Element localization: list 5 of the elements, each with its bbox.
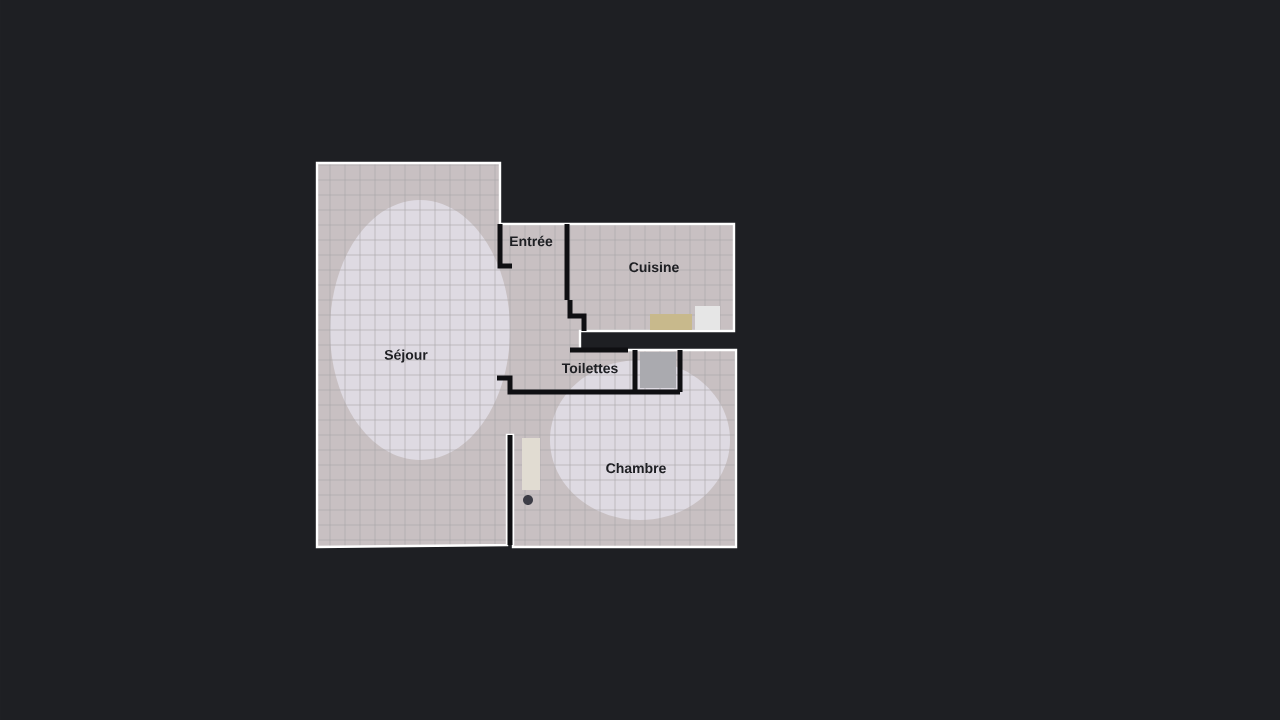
room-label: Séjour (384, 349, 428, 363)
room-label: Chambre (606, 462, 666, 474)
room-label: Cuisine (629, 261, 679, 273)
room-label: Entrée (510, 235, 553, 247)
room-label: Toilettes (561, 362, 618, 374)
